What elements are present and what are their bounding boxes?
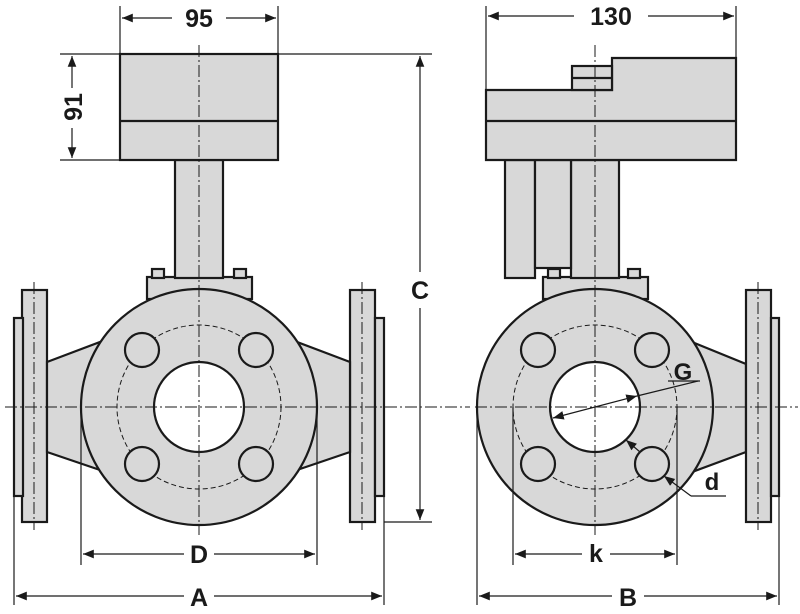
dim-k-label: k: [589, 540, 603, 568]
side-bracket: [503, 158, 537, 280]
dim-c-label: C: [411, 277, 429, 305]
dim-d-hole: d: [625, 439, 726, 497]
side-bonnet-bolt-left: [546, 267, 562, 280]
dim-b: B: [479, 584, 777, 612]
side-bolt-hole-br: [633, 445, 671, 483]
dim-130-label: 130: [590, 3, 632, 31]
side-bonnet-bolt-right: [626, 267, 642, 280]
dim-a-label: A: [190, 584, 208, 612]
side-bolt-hole-tr: [633, 331, 671, 369]
bolt-hole-br: [237, 445, 275, 483]
bolt-hole-bl: [123, 445, 161, 483]
dim-c: C: [411, 55, 429, 520]
dim-130: 130: [488, 3, 734, 31]
dim-d-label: D: [190, 541, 208, 569]
dim-k: k: [515, 540, 675, 568]
dim-d-hole-label: d: [705, 469, 720, 496]
dim-95-label: 95: [185, 5, 213, 33]
side-bolt-hole-tl: [519, 331, 557, 369]
bonnet-bolt-right: [232, 267, 248, 280]
dim-91-label: 91: [60, 93, 88, 121]
side-view: [475, 45, 798, 535]
bolt-hole-tr: [237, 331, 275, 369]
bonnet-bolt-left: [150, 267, 166, 280]
side-bracket-inner: [533, 158, 573, 270]
front-view: [5, 45, 470, 535]
dim-b-label: B: [619, 584, 637, 612]
dim-91: 91: [60, 55, 88, 158]
dim-95: 95: [122, 5, 276, 33]
bolt-hole-tl: [123, 331, 161, 369]
dim-a: A: [15, 584, 382, 612]
dim-g: G: [552, 359, 700, 420]
side-bolt-hole-bl: [519, 445, 557, 483]
dim-d: D: [83, 541, 315, 569]
dim-g-label: G: [674, 359, 693, 386]
extension-lines-left: [13, 6, 432, 605]
